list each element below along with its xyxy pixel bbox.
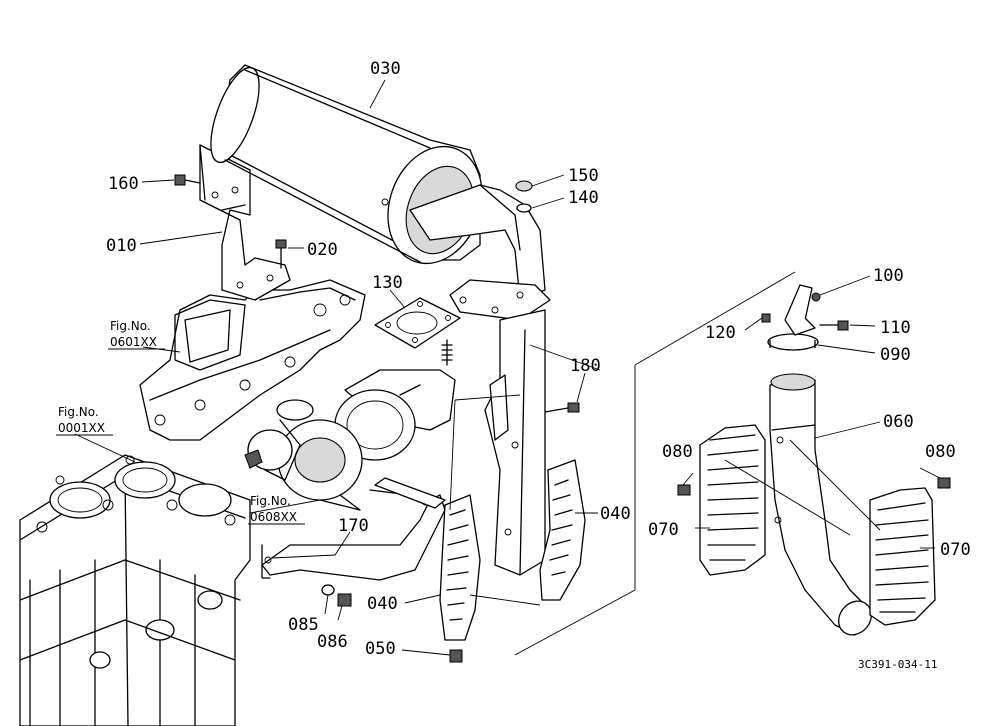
stud-bolt: [441, 339, 453, 366]
callout-120: 120: [705, 323, 736, 343]
washer-140: [516, 203, 532, 213]
muffler-outlet-pipe: [409, 184, 551, 576]
bolt-180: [544, 402, 580, 413]
heat-shield-040-upper: [539, 459, 586, 601]
callout-090: 090: [880, 345, 911, 365]
figref-turbo-code: 0608XX: [250, 510, 297, 524]
callout-080-left: 080: [662, 442, 693, 462]
figure-references: Fig.No. 0601XX Fig.No. 0001XX Fig.No. 06…: [56, 319, 305, 525]
engine-block: [19, 454, 251, 726]
figref-engine-label: Fig.No.: [58, 405, 99, 419]
heat-shield-070-right: [869, 487, 936, 626]
callout-010: 010: [106, 236, 137, 256]
figref-engine-code: 0001XX: [58, 421, 105, 435]
bolt-160: [174, 174, 201, 186]
callout-labels: 030 160 010 020 150 140 130 100 120 110 …: [106, 59, 971, 659]
washer-085: [321, 584, 335, 596]
bolt-110: [819, 320, 849, 331]
callout-020: 020: [307, 240, 338, 260]
callout-110: 110: [880, 318, 911, 338]
exhaust-manifold: [139, 279, 366, 441]
bolt-020: [275, 239, 287, 269]
callout-085: 085: [288, 615, 319, 635]
extension-pipe-060: [769, 373, 872, 636]
gasket-130: [374, 297, 461, 349]
figref-turbo-label: Fig.No.: [250, 494, 291, 508]
bolt-086: [337, 593, 352, 607]
callout-150: 150: [568, 166, 599, 186]
callout-180: 180: [570, 356, 601, 376]
callout-050: 050: [365, 639, 396, 659]
figref-manifold-label: Fig.No.: [110, 319, 151, 333]
gasket-plate: [489, 374, 509, 441]
figref-manifold-code: 0601XX: [110, 335, 157, 349]
callout-100: 100: [873, 266, 904, 286]
drawing-code: 3C391-034-11: [858, 658, 937, 671]
callout-086: 086: [317, 632, 348, 652]
nut-150: [515, 180, 533, 192]
bolt-120: [761, 313, 771, 323]
callout-070-left: 070: [648, 520, 679, 540]
bolt-050: [449, 649, 463, 663]
heat-shield-070-left: [699, 424, 766, 576]
callout-060: 060: [883, 412, 914, 432]
callout-140: 140: [568, 188, 599, 208]
clamp-090: [767, 284, 819, 351]
callout-160: 160: [108, 174, 139, 194]
bolt-080-left: [677, 484, 691, 496]
nut-100: [811, 292, 821, 302]
callout-170: 170: [338, 516, 369, 536]
muffler-bracket-010: [199, 144, 291, 301]
turbocharger: [244, 369, 456, 511]
heat-shield-040-lower: [439, 494, 481, 641]
callout-040-lower: 040: [367, 594, 398, 614]
callout-070-right: 070: [940, 540, 971, 560]
bolt-080-right: [937, 477, 951, 489]
callout-030: 030: [370, 59, 401, 79]
callout-130: 130: [372, 273, 403, 293]
leader-lines: [74, 79, 941, 656]
sub-assembly-frame: [514, 271, 796, 656]
callout-080-right: 080: [925, 442, 956, 462]
callout-040-upper: 040: [600, 504, 631, 524]
